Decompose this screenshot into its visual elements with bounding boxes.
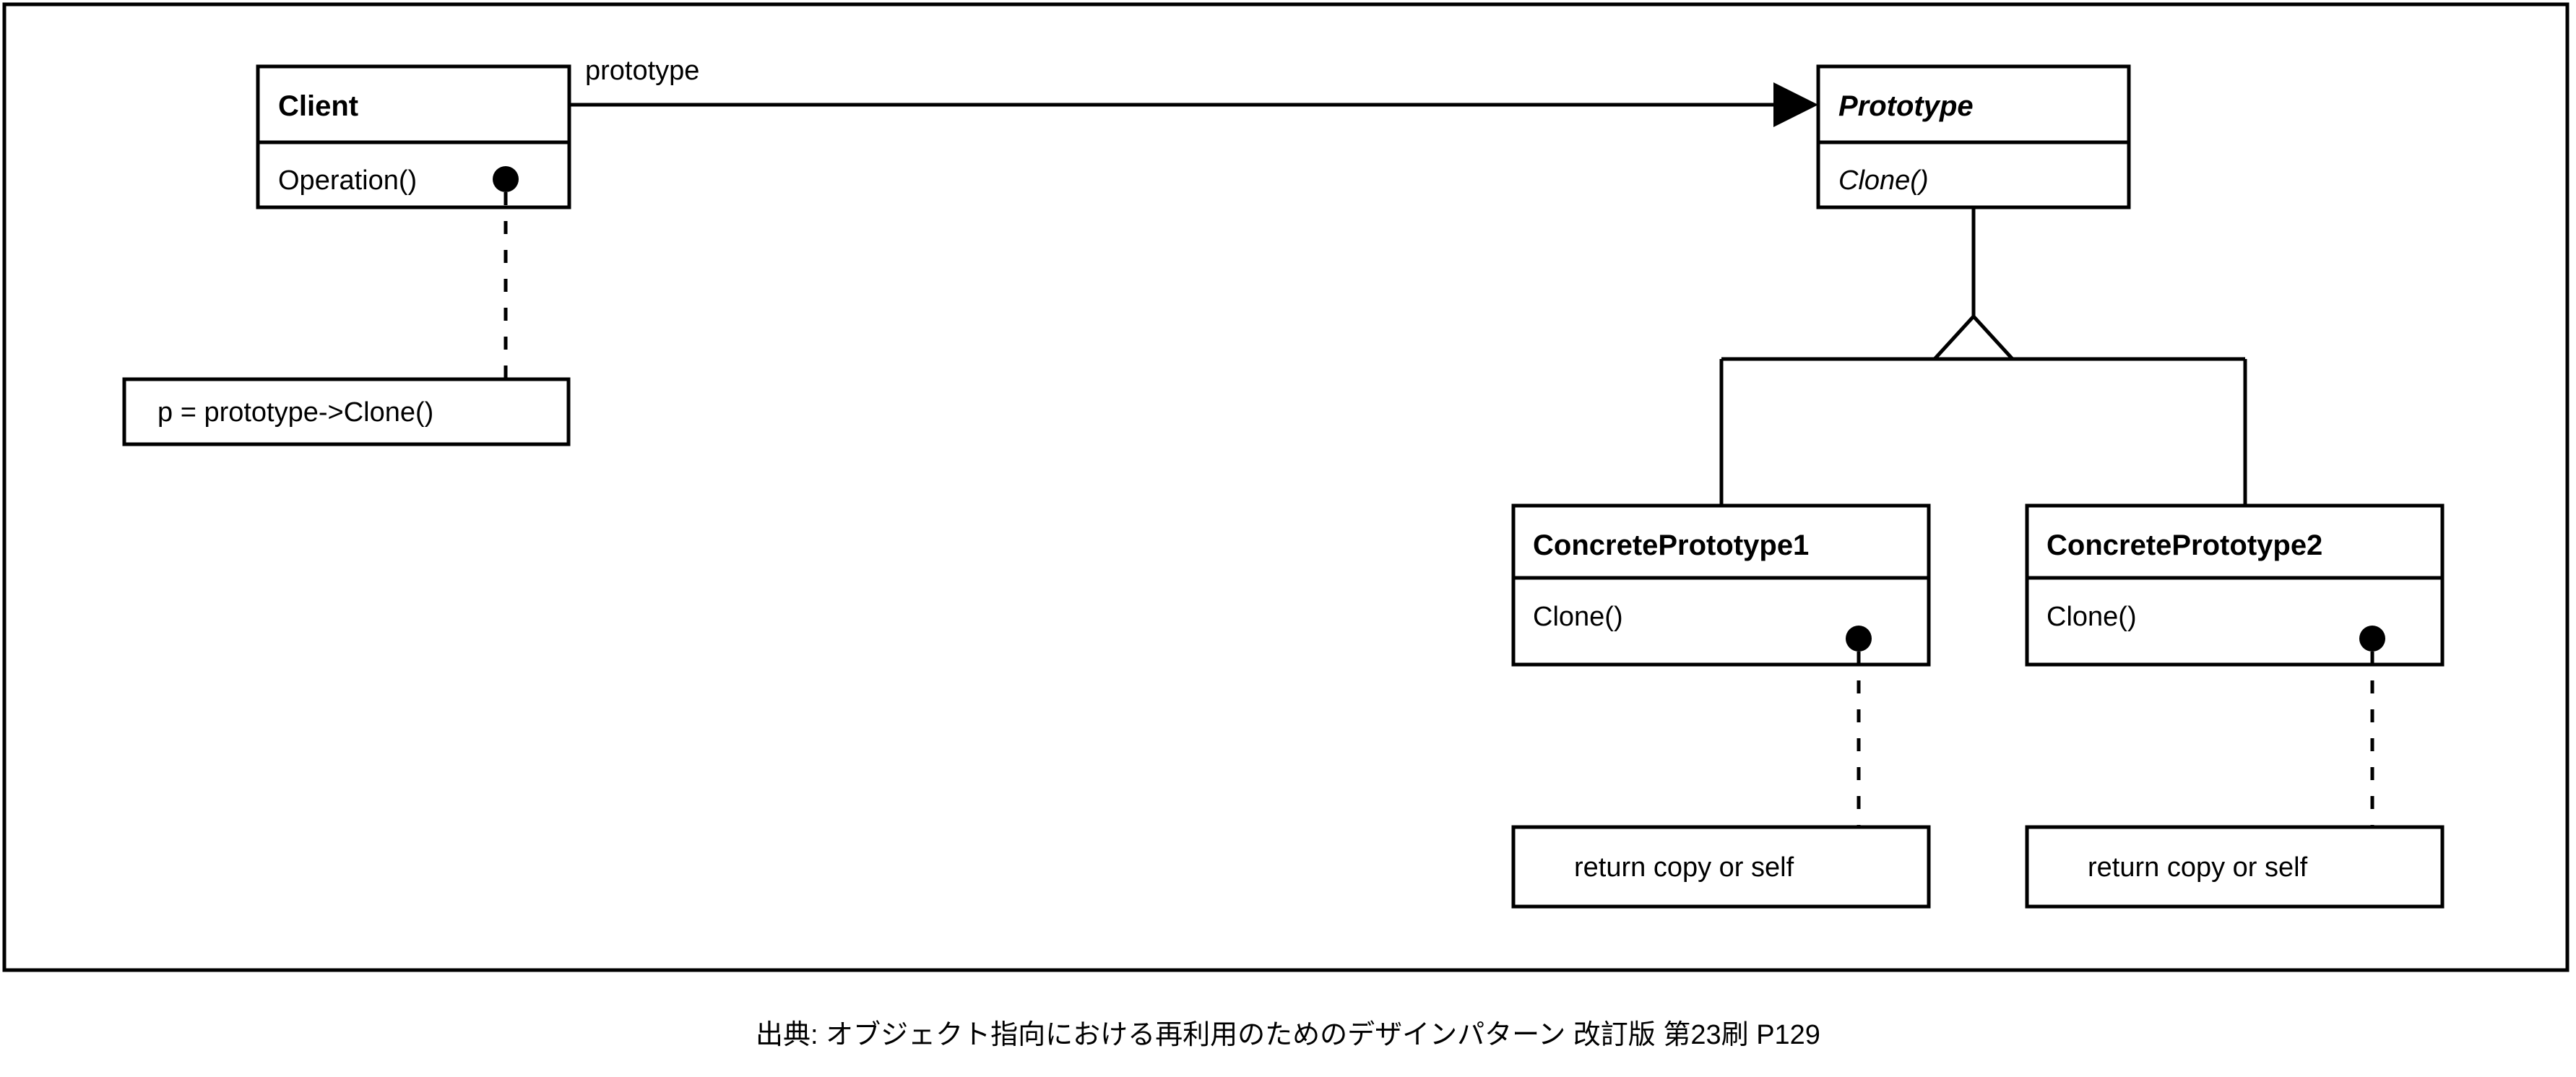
class-name-client: Client	[278, 90, 358, 122]
note-anchor-ball-icon-concrete2	[2359, 626, 2385, 652]
note-box-concreteprototype1-rect	[1511, 825, 1931, 909]
class-member-concreteprototype2-clone: Clone()	[2046, 602, 2137, 632]
class-member-concreteprototype1-clone: Clone()	[1533, 602, 1623, 632]
class-name-concreteprototype2: ConcretePrototype2	[2046, 529, 2322, 561]
note-box-concreteprototype1: return copy or self	[1511, 825, 1931, 909]
class-member-client-operation: Operation()	[278, 165, 417, 196]
note-text-client: p = prototype->Clone()	[157, 397, 433, 428]
note-text-concreteprototype1: return copy or self	[1574, 852, 1794, 883]
class-box-prototype-rect	[1816, 64, 2131, 209]
note-box-client: p = prototype->Clone()	[122, 377, 571, 446]
association-arrowhead-icon	[1773, 82, 1818, 127]
class-box-client[interactable]: Client Operation()	[256, 64, 571, 209]
class-member-prototype-clone: Clone()	[1838, 165, 1929, 196]
association-label-prototype: prototype	[585, 56, 699, 86]
note-box-concreteprototype2-rect	[2025, 825, 2445, 909]
note-box-client-rect	[122, 377, 571, 446]
note-text-concreteprototype2: return copy or self	[2088, 852, 2308, 883]
note-box-concreteprototype2: return copy or self	[2025, 825, 2445, 909]
source-caption: 出典: オブジェクト指向における再利用のためのデザインパターン 改訂版 第23刷…	[756, 1020, 1820, 1050]
class-name-concreteprototype1: ConcretePrototype1	[1533, 529, 1809, 561]
class-name-prototype: Prototype	[1838, 90, 1974, 122]
note-anchor-ball-icon-client	[493, 166, 519, 192]
note-anchor-ball-icon-concrete1	[1846, 626, 1872, 652]
class-box-concreteprototype1[interactable]: ConcretePrototype1 Clone()	[1511, 503, 1931, 667]
class-box-concreteprototype2[interactable]: ConcretePrototype2 Clone()	[2025, 503, 2445, 667]
class-box-prototype[interactable]: Prototype Clone()	[1816, 64, 2131, 209]
